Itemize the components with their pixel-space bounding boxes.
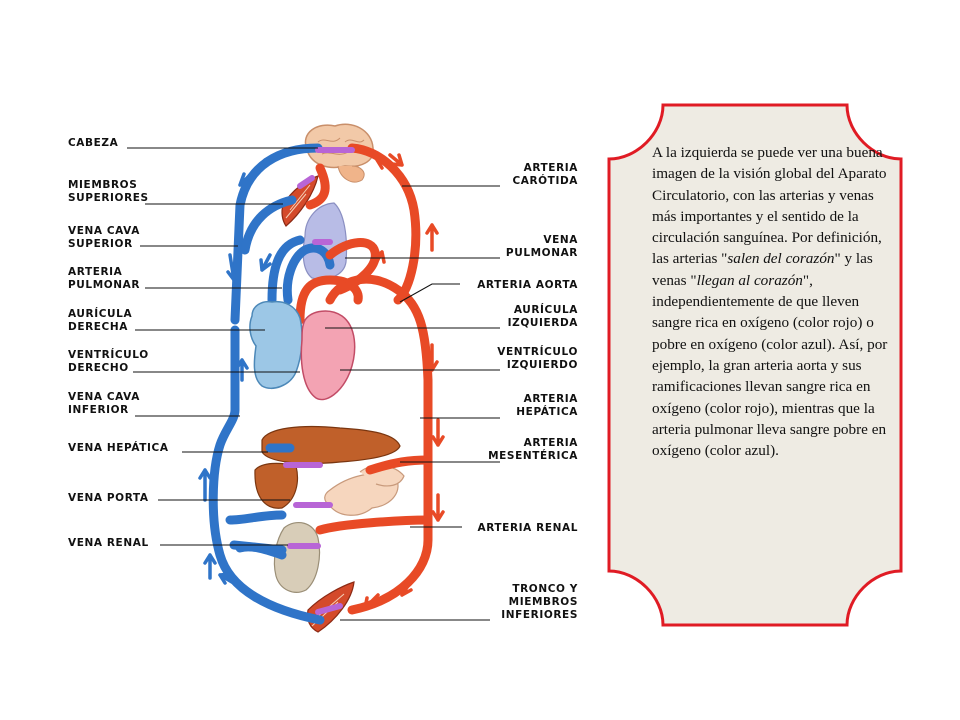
veins	[208, 143, 335, 625]
label-left-1-line-0: MIEMBROS	[68, 179, 137, 191]
leader-lines-right	[325, 185, 500, 621]
label-right-2: ARTERIA AORTA	[477, 279, 578, 291]
label-right-8-line-0: TRONCO Y	[512, 583, 578, 595]
label-left-4-line-0: AURÍCULA	[68, 307, 132, 320]
capillaries	[283, 147, 355, 615]
leader-lines-left	[127, 147, 318, 546]
label-left-6-line-0: VENA CAVA	[68, 391, 140, 403]
label-left-0-line-0: CABEZA	[68, 137, 119, 149]
label-right-7-line-0: ARTERIA RENAL	[477, 522, 578, 534]
label-right-5-line-1: HEPÁTICA	[516, 405, 578, 418]
label-left-8: VENA PORTA	[68, 492, 149, 504]
label-right-7: ARTERIA RENAL	[477, 522, 578, 534]
card-text-segment-4: ", independientemente de que lleven sang…	[652, 271, 888, 460]
label-right-4-line-0: VENTRÍCULO	[497, 345, 578, 358]
label-right-2-line-0: ARTERIA AORTA	[477, 279, 578, 291]
liver	[254, 425, 401, 509]
info-card-text: A la izquierda se puede ver una buena im…	[652, 142, 892, 461]
label-right-0-line-0: ARTERIA	[524, 162, 579, 174]
card-text-segment-2: " y las venas "	[652, 250, 873, 289]
card-text-segment-0: A la izquierda se puede ver una buena im…	[652, 144, 887, 268]
label-right-0-line-1: CARÓTIDA	[512, 174, 578, 187]
label-left-6-line-1: INFERIOR	[68, 404, 129, 416]
heart	[249, 300, 356, 401]
label-right-1-line-1: PULMONAR	[506, 247, 578, 259]
label-right-3-line-0: AURÍCULA	[514, 303, 578, 316]
label-right-1-line-0: VENA	[543, 234, 578, 246]
label-right-4-line-1: IZQUIERDO	[507, 359, 578, 371]
intestine	[324, 465, 405, 516]
label-left-2-line-0: VENA CAVA	[68, 225, 140, 237]
label-left-8-line-0: VENA PORTA	[68, 492, 149, 504]
label-right-5-line-0: ARTERIA	[524, 393, 579, 405]
label-left-5-line-0: VENTRÍCULO	[68, 348, 149, 361]
label-right-6-line-1: MESENTÉRICA	[488, 449, 578, 462]
label-left-2-line-1: SUPERIOR	[68, 238, 133, 250]
card-text-segment-3: llegan al corazón	[696, 271, 803, 289]
label-left-3-line-1: PULMONAR	[68, 279, 140, 291]
label-left-3-line-0: ARTERIA	[68, 266, 123, 278]
label-left-4-line-1: DERECHA	[68, 321, 128, 333]
label-left-7-line-0: VENA HEPÁTICA	[68, 441, 169, 454]
label-left-9: VENA RENAL	[68, 537, 149, 549]
brain	[304, 123, 374, 183]
label-right-6-line-0: ARTERIA	[524, 437, 579, 449]
label-right-3-line-1: IZQUIERDA	[508, 317, 579, 329]
label-right-8-line-1: MIEMBROS	[509, 596, 578, 608]
label-left-7: VENA HEPÁTICA	[68, 441, 169, 454]
label-right-8-line-2: INFERIORES	[501, 609, 578, 621]
card-text-segment-1: salen del corazón	[727, 250, 835, 268]
label-left-9-line-0: VENA RENAL	[68, 537, 149, 549]
info-card-frame	[607, 103, 903, 627]
label-left-0: CABEZA	[68, 137, 119, 149]
label-left-5-line-1: DERECHO	[68, 362, 129, 374]
label-left-1-line-1: SUPERIORES	[68, 192, 149, 204]
kidney	[273, 521, 321, 593]
